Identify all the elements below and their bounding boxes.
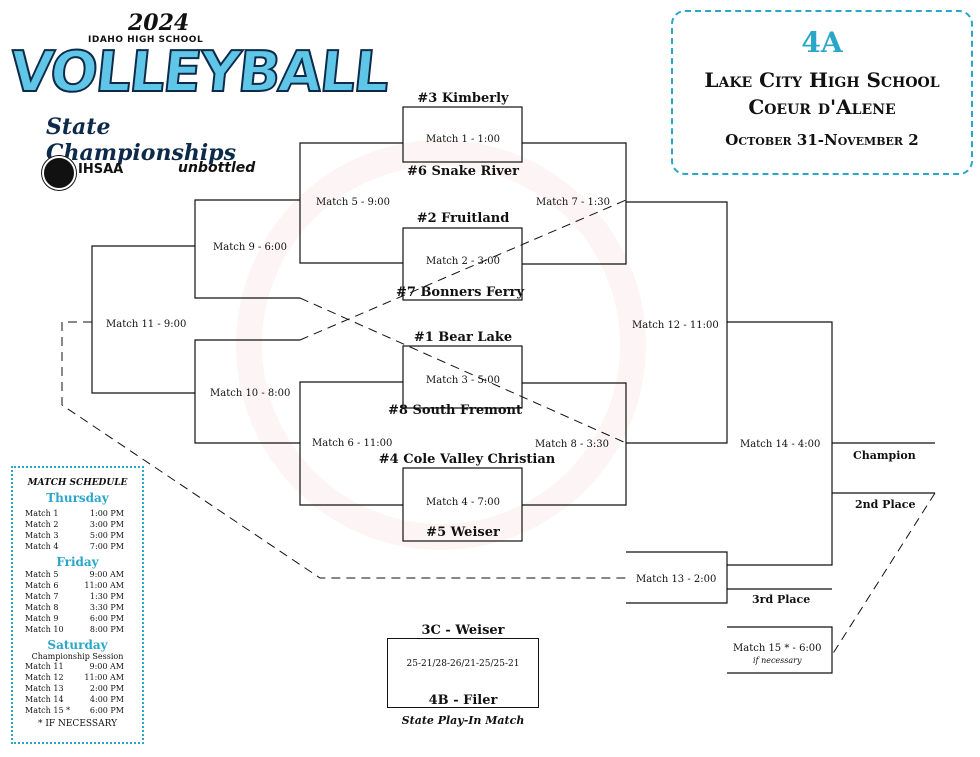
match-10-bracket — [194, 339, 300, 444]
match-14-label: Match 14 - 4:00 — [740, 439, 821, 450]
ihsaa-text: IHSAA — [78, 162, 124, 177]
venue-line-1: Lake City High School — [704, 68, 940, 92]
team-bonners-ferry: #7 Bonners Ferry — [395, 285, 525, 300]
match-4-label: Match 4 - 7:00 — [426, 497, 500, 508]
logo-sport: VOLLEYBALL — [6, 39, 392, 106]
match-15-label: Match 15 * - 6:00 — [733, 643, 822, 654]
loser-line-match-8 — [299, 297, 627, 444]
second-place-label: 2nd Place — [855, 498, 916, 511]
match-11-bracket — [91, 245, 195, 394]
match-8-bracket — [522, 382, 627, 506]
match-12-label: Match 12 - 11:00 — [632, 320, 719, 331]
match-1-box — [402, 106, 523, 163]
loser-line-match-15 — [831, 492, 936, 656]
logo-event: State Championships — [46, 114, 236, 166]
playin-team-top: 3C - Weiser — [421, 623, 505, 638]
team-snake-river: #6 Snake River — [407, 164, 519, 179]
schedule-heading: MATCH SCHEDULE — [27, 478, 128, 488]
loser-line-match-11 — [61, 321, 626, 579]
match-3-label: Match 3 - 5:00 — [426, 375, 500, 386]
schedule-row: Match 15 *6:00 PM — [25, 706, 124, 715]
match-9-label: Match 9 - 6:00 — [213, 242, 287, 253]
playin-box — [387, 638, 539, 708]
match-15-bracket — [727, 626, 833, 674]
playin-score: 25-21/28-26/21-25/25-21 — [406, 659, 520, 669]
match-13-label: Match 13 - 2:00 — [636, 574, 717, 585]
schedule-saturday-note: Championship Session — [31, 652, 124, 661]
venue-line-2: Coeur d'Alene — [748, 95, 896, 119]
match-7-label: Match 7 - 1:30 — [536, 197, 610, 208]
playin-caption: State Play-In Match — [401, 714, 525, 727]
playin-team-bottom: 4B - Filer — [428, 693, 498, 708]
match-5-bracket — [299, 142, 403, 264]
team-kimberly: #3 Kimberly — [417, 91, 509, 106]
match-8-label: Match 8 - 3:30 — [535, 439, 609, 450]
classification: 4A — [801, 26, 843, 59]
match-6-label: Match 6 - 11:00 — [312, 438, 393, 449]
schedule-day-thursday: Thursday — [46, 491, 109, 505]
match-13-bracket — [626, 551, 728, 604]
match-2-label: Match 2 - 3:00 — [426, 256, 500, 267]
third-place-label: 3rd Place — [752, 593, 811, 606]
ihsaa-seal-icon — [42, 156, 76, 190]
logo-year: 2024 — [128, 10, 190, 36]
team-fruitland: #2 Fruitland — [416, 211, 510, 226]
event-dates: October 31-November 2 — [725, 131, 919, 149]
sponsor-logo: unbottled — [178, 160, 256, 176]
match-10-label: Match 10 - 8:00 — [210, 388, 291, 399]
match-5-label: Match 5 - 9:00 — [316, 197, 390, 208]
team-south-fremont: #8 South Fremont — [388, 403, 522, 418]
champion-label: Champion — [853, 449, 916, 462]
team-cole-valley-christian: #4 Cole Valley Christian — [378, 452, 556, 467]
match-15-note: if necessary — [753, 656, 802, 665]
match-11-label: Match 11 - 9:00 — [106, 319, 187, 330]
match-3-box — [402, 345, 523, 409]
schedule-footnote: * IF NECESSARY — [37, 719, 118, 729]
schedule-day-saturday: Saturday — [47, 638, 108, 652]
team-weiser: #5 Weiser — [426, 525, 500, 540]
event-info-box: 4A Lake City High School Coeur d'Alene O… — [671, 10, 973, 175]
schedule-day-friday: Friday — [56, 555, 99, 569]
logo-subtitle: IDAHO HIGH SCHOOL — [88, 35, 204, 45]
match-9-bracket — [194, 199, 300, 299]
match-1-label: Match 1 - 1:00 — [426, 134, 500, 145]
match-7-bracket — [522, 142, 627, 265]
championship-logo: 2024 IDAHO HIGH SCHOOL VOLLEYBALL State … — [6, 6, 392, 190]
team-bear-lake: #1 Bear Lake — [413, 330, 513, 345]
